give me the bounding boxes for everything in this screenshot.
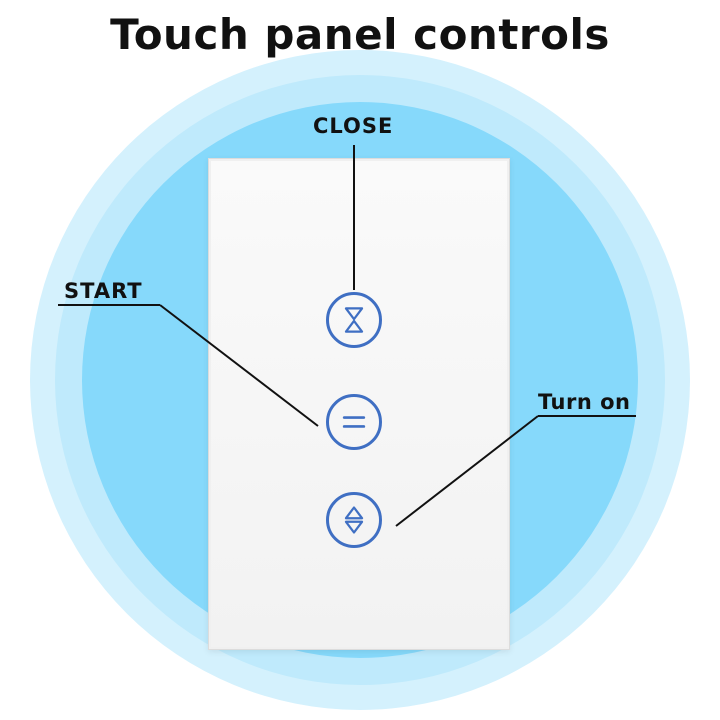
open-icon bbox=[344, 506, 364, 534]
pause-icon bbox=[342, 416, 366, 428]
start-label: START bbox=[64, 279, 143, 303]
turn-on-label: Turn on bbox=[538, 390, 631, 414]
close-button[interactable] bbox=[326, 292, 382, 348]
close-icon bbox=[344, 307, 364, 333]
open-button[interactable] bbox=[326, 492, 382, 548]
pause-button[interactable] bbox=[326, 394, 382, 450]
touch-panel bbox=[208, 158, 510, 650]
close-label: CLOSE bbox=[313, 114, 394, 138]
